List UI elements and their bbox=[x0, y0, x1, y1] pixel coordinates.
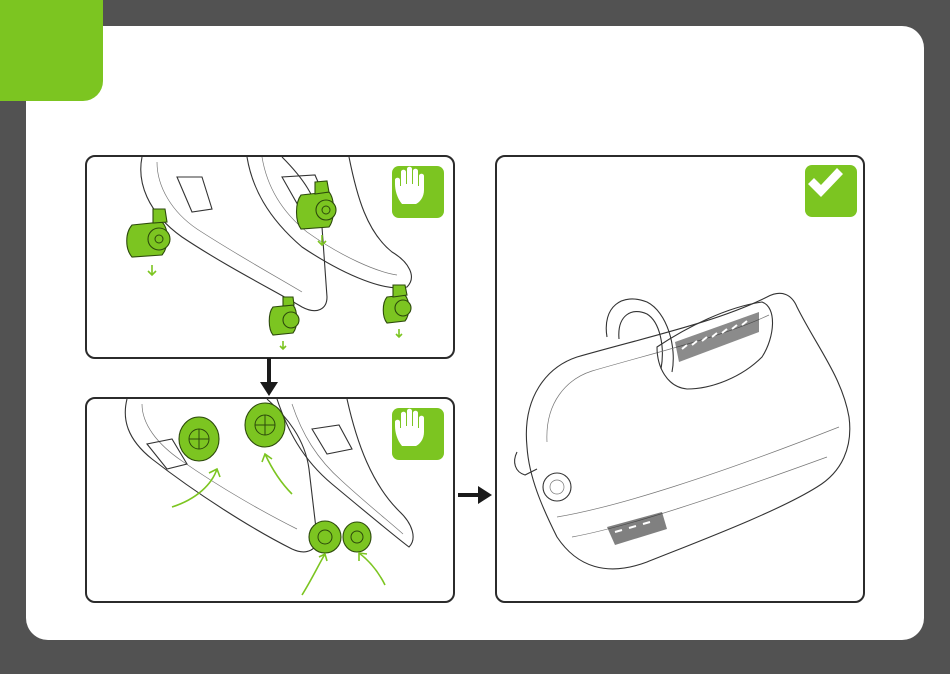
panel-carrycot-ready bbox=[495, 155, 865, 603]
wheel-stored-2 bbox=[245, 403, 285, 447]
carrycot-illustration bbox=[497, 157, 863, 601]
stop-hand-icon bbox=[392, 408, 430, 448]
panel-wheels-stored bbox=[85, 397, 455, 603]
wheel-stored-1 bbox=[179, 417, 219, 461]
wheel-middle-top bbox=[297, 181, 337, 229]
arrow-down-icon bbox=[258, 358, 280, 398]
panel-wheels-detached bbox=[85, 155, 455, 359]
stop-badge bbox=[392, 166, 444, 218]
foot-pattern bbox=[607, 512, 667, 545]
checkmark-icon bbox=[805, 165, 845, 201]
ok-badge bbox=[805, 165, 857, 217]
wheel-left bbox=[127, 209, 170, 257]
front-knob bbox=[515, 452, 571, 501]
wheel-stored-4 bbox=[343, 522, 371, 552]
wheel-right bbox=[383, 285, 411, 323]
stop-badge bbox=[392, 408, 444, 460]
stop-hand-icon bbox=[392, 166, 430, 206]
hood-pattern bbox=[675, 312, 759, 362]
wheel-stored-3 bbox=[309, 521, 341, 553]
step-tab bbox=[0, 0, 103, 101]
arrow-right-icon bbox=[458, 484, 494, 506]
